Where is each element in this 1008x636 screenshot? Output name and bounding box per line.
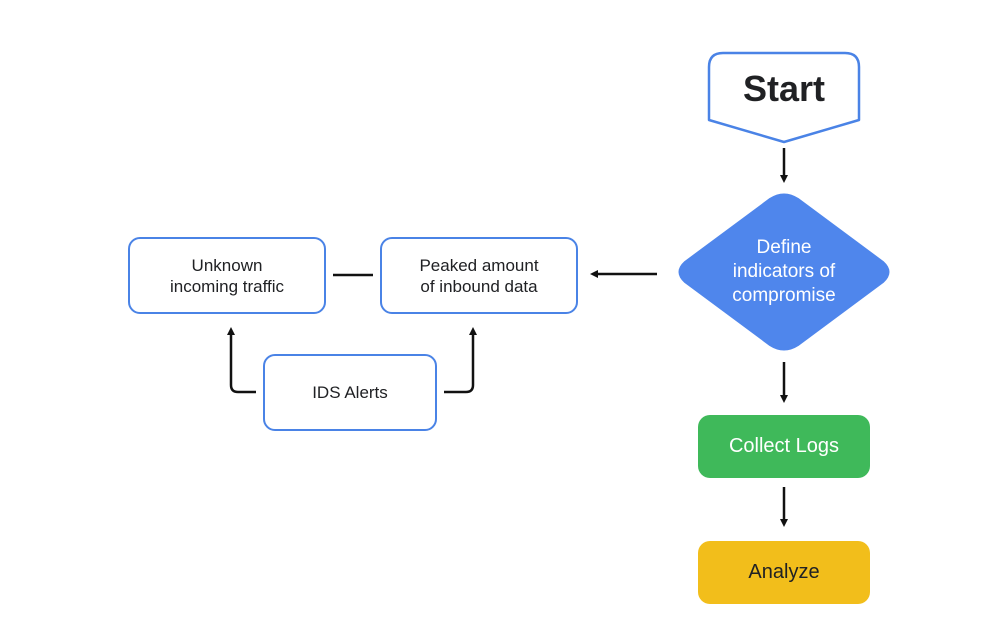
- peaked-inbound-node: Peaked amount of inbound data: [380, 237, 578, 314]
- start-node-shape: [707, 51, 861, 144]
- ids-alerts-node: IDS Alerts: [263, 354, 437, 431]
- decision-node: Define indicators of compromise: [690, 226, 878, 318]
- ids-alerts-label: IDS Alerts: [312, 383, 388, 402]
- decision-node-shape: [678, 193, 890, 351]
- start-node-label: Start: [742, 68, 826, 109]
- collect-logs-node: Collect Logs: [698, 415, 870, 478]
- analyze-node: Analyze: [698, 541, 870, 604]
- unknown-traffic-label: Unknown incoming traffic: [169, 255, 284, 296]
- arrow-ids-to-unknown: [227, 327, 256, 394]
- peaked-inbound-label: Peaked amount of inbound data: [419, 255, 539, 296]
- unknown-traffic-node: Unknown incoming traffic: [128, 237, 326, 314]
- start-node: Start: [709, 60, 859, 118]
- decision-node-label: Define indicators of compromise: [732, 237, 836, 306]
- arrow-ids-to-peaked: [444, 327, 477, 394]
- analyze-label: Analyze: [748, 561, 820, 583]
- collect-logs-label: Collect Logs: [728, 435, 840, 457]
